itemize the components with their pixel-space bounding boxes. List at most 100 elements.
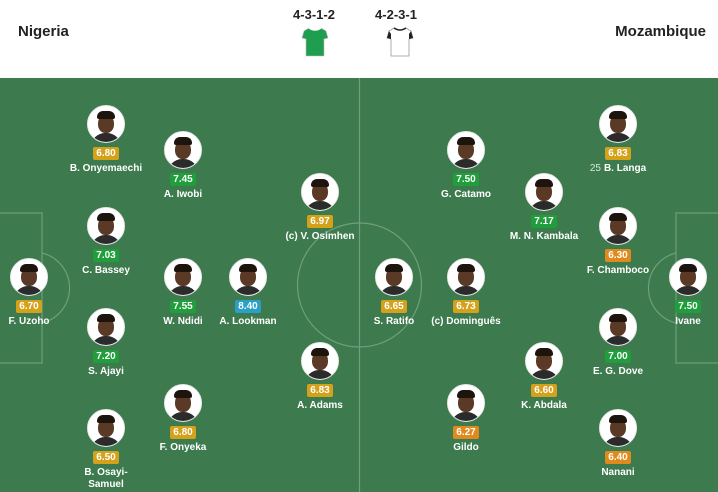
player-card[interactable]: 7.50 Ivane: [633, 258, 718, 328]
player-name: S. Ratifo: [373, 316, 415, 327]
rating-badge: 7.03: [93, 249, 119, 262]
player-name: K. Abdala: [521, 400, 567, 411]
player-avatar: [164, 131, 202, 169]
player-avatar: [87, 308, 125, 346]
rating-badge: 6.83: [605, 147, 631, 160]
player-name: A. Iwobi: [163, 189, 203, 200]
player-name: F. Onyeka: [159, 442, 207, 453]
match-header: Nigeria 4-3-1-2 4-2-3-1 Mozambique: [0, 0, 718, 78]
away-team-name[interactable]: Mozambique: [615, 23, 706, 40]
rating-badge: 6.65: [381, 300, 407, 313]
player-card[interactable]: 7.20 S. Ajayi: [51, 308, 161, 378]
pitch: 6.70 F. Uzoho 6.80 B. Onyemaechi 7.03 C.…: [0, 78, 718, 492]
player-card[interactable]: 6.27 Gildo: [411, 384, 521, 454]
rating-badge: 7.17: [531, 215, 557, 228]
player-avatar: [525, 342, 563, 380]
home-team-name[interactable]: Nigeria: [18, 23, 69, 40]
player-name: Nanani: [601, 467, 635, 478]
player-name: S. Ajayi: [88, 366, 124, 377]
away-formation: 4-2-3-1: [375, 7, 417, 22]
rating-badge: 7.50: [453, 173, 479, 186]
home-formation: 4-3-1-2: [293, 7, 335, 22]
player-card[interactable]: 8.40 A. Lookman: [193, 258, 303, 328]
rating-badge: 6.70: [16, 300, 42, 313]
rating-badge: 7.20: [93, 350, 119, 363]
player-card[interactable]: 6.40 Nanani: [563, 409, 673, 479]
player-avatar: [164, 384, 202, 422]
player-avatar: [229, 258, 267, 296]
player-avatar: [301, 342, 339, 380]
player-avatar: [87, 105, 125, 143]
player-card[interactable]: 6.50 B. Osayi-Samuel: [51, 409, 161, 491]
player-avatar: [87, 207, 125, 245]
player-card[interactable]: 7.45 A. Iwobi: [128, 131, 238, 201]
player-name-text: B. Langa: [603, 163, 647, 174]
player-name: A. Lookman: [219, 316, 277, 327]
rating-badge: 6.50: [93, 451, 119, 464]
rating-badge: 6.73: [453, 300, 479, 313]
player-card[interactable]: 6.30 F. Chamboco: [563, 207, 673, 277]
player-name: M. N. Kambala: [509, 231, 579, 242]
player-name-line-1: B. Osayi-: [84, 467, 128, 478]
player-avatar: [301, 173, 339, 211]
player-avatar: [375, 258, 413, 296]
player-avatar: [10, 258, 48, 296]
player-card[interactable]: 6.80 B. Onyemaechi: [51, 105, 161, 175]
player-name: (c) V. Osimhen: [285, 231, 355, 242]
rating-badge: 6.30: [605, 249, 631, 262]
player-card[interactable]: 6.70 F. Uzoho: [0, 258, 84, 328]
player-card[interactable]: 6.73 (c) Dominguês: [411, 258, 521, 328]
player-name: A. Adams: [297, 400, 343, 411]
rating-badge: 7.00: [605, 350, 631, 363]
rating-badge: 7.45: [170, 173, 196, 186]
player-avatar: [447, 131, 485, 169]
player-name: C. Bassey: [82, 265, 130, 276]
player-name: (c) Dominguês: [431, 316, 501, 327]
rating-badge: 6.80: [170, 426, 196, 439]
player-card[interactable]: 7.17 M. N. Kambala: [489, 173, 599, 243]
player-card[interactable]: 7.00 E. G. Dove: [563, 308, 673, 378]
player-name: W. Ndidi: [163, 316, 203, 327]
home-kit-icon: [301, 27, 329, 57]
player-name: Ivane: [675, 316, 701, 327]
player-name-line-2: Samuel: [88, 479, 124, 490]
player-card[interactable]: 6.83 A. Adams: [265, 342, 375, 412]
player-card[interactable]: 6.80 F. Onyeka: [128, 384, 238, 454]
player-card[interactable]: 6.60 K. Abdala: [489, 342, 599, 412]
player-name: Gildo: [453, 442, 479, 453]
rating-badge: 6.60: [531, 384, 557, 397]
away-kit-icon: [386, 27, 414, 57]
player-name: G. Catamo: [440, 189, 491, 200]
rating-badge: 7.55: [170, 300, 196, 313]
player-avatar: [164, 258, 202, 296]
player-avatar: [599, 308, 637, 346]
player-avatar: [87, 409, 125, 447]
rating-badge: 6.27: [453, 426, 479, 439]
rating-badge: 6.80: [93, 147, 119, 160]
rating-badge: 6.40: [605, 451, 631, 464]
player-name: B. Onyemaechi: [69, 163, 143, 174]
player-avatar: [447, 258, 485, 296]
rating-badge: 6.83: [307, 384, 333, 397]
player-avatar: [599, 207, 637, 245]
player-avatar: [669, 258, 707, 296]
player-name: E. G. Dove: [592, 366, 643, 377]
player-card[interactable]: 7.50 G. Catamo: [411, 131, 521, 201]
rating-badge: 8.40: [235, 300, 261, 313]
rating-badge: 6.97: [307, 215, 333, 228]
player-card[interactable]: 6.97 (c) V. Osimhen: [265, 173, 375, 243]
player-card[interactable]: 7.55 W. Ndidi: [128, 258, 238, 328]
player-name: B. Osayi-Samuel: [51, 467, 161, 491]
player-name: F. Uzoho: [8, 316, 50, 327]
player-card[interactable]: 6.65 S. Ratifo: [339, 258, 449, 328]
player-name: F. Chamboco: [586, 265, 650, 276]
rating-badge: 7.50: [675, 300, 701, 313]
player-card[interactable]: 7.03 C. Bassey: [51, 207, 161, 277]
player-avatar: [599, 409, 637, 447]
player-avatar: [447, 384, 485, 422]
player-avatar: [599, 105, 637, 143]
player-avatar: [525, 173, 563, 211]
shirt-number: 25: [589, 163, 601, 174]
